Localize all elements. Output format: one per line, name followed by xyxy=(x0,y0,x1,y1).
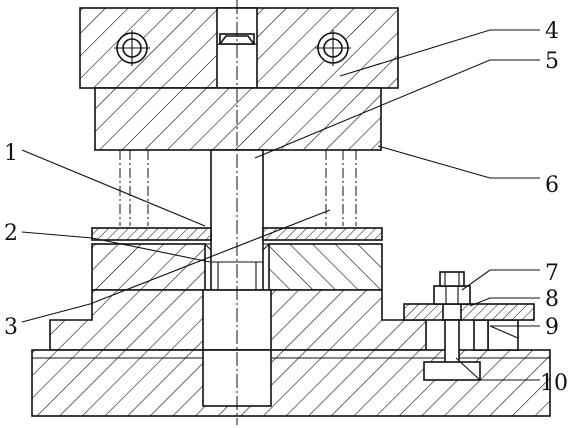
leader-lines xyxy=(21,29,540,381)
bolt xyxy=(444,319,460,369)
callout-10: 10 xyxy=(540,371,568,396)
callout-5: 5 xyxy=(545,49,559,74)
die-right xyxy=(268,243,383,291)
callout-3: 3 xyxy=(4,315,18,340)
callout-6: 6 xyxy=(545,173,559,198)
die-left xyxy=(91,243,206,291)
upper-plate xyxy=(94,87,382,151)
stripper-left xyxy=(91,227,212,241)
guide-pillars xyxy=(119,150,357,226)
spacer-block xyxy=(487,319,519,351)
callout-4: 4 xyxy=(545,19,559,44)
callout-2: 2 xyxy=(4,221,18,246)
callout-7: 7 xyxy=(545,261,559,286)
clamp-plate xyxy=(403,303,535,321)
base-plate xyxy=(31,349,551,417)
screw-left-icon xyxy=(114,30,150,66)
clamp-assembly xyxy=(403,271,535,381)
stripper-right xyxy=(262,227,383,241)
callout-9: 9 xyxy=(545,315,559,340)
callout-8: 8 xyxy=(545,287,559,312)
screw-right-icon xyxy=(315,30,351,66)
t-bolt-head xyxy=(423,361,481,381)
callout-1: 1 xyxy=(4,141,18,166)
